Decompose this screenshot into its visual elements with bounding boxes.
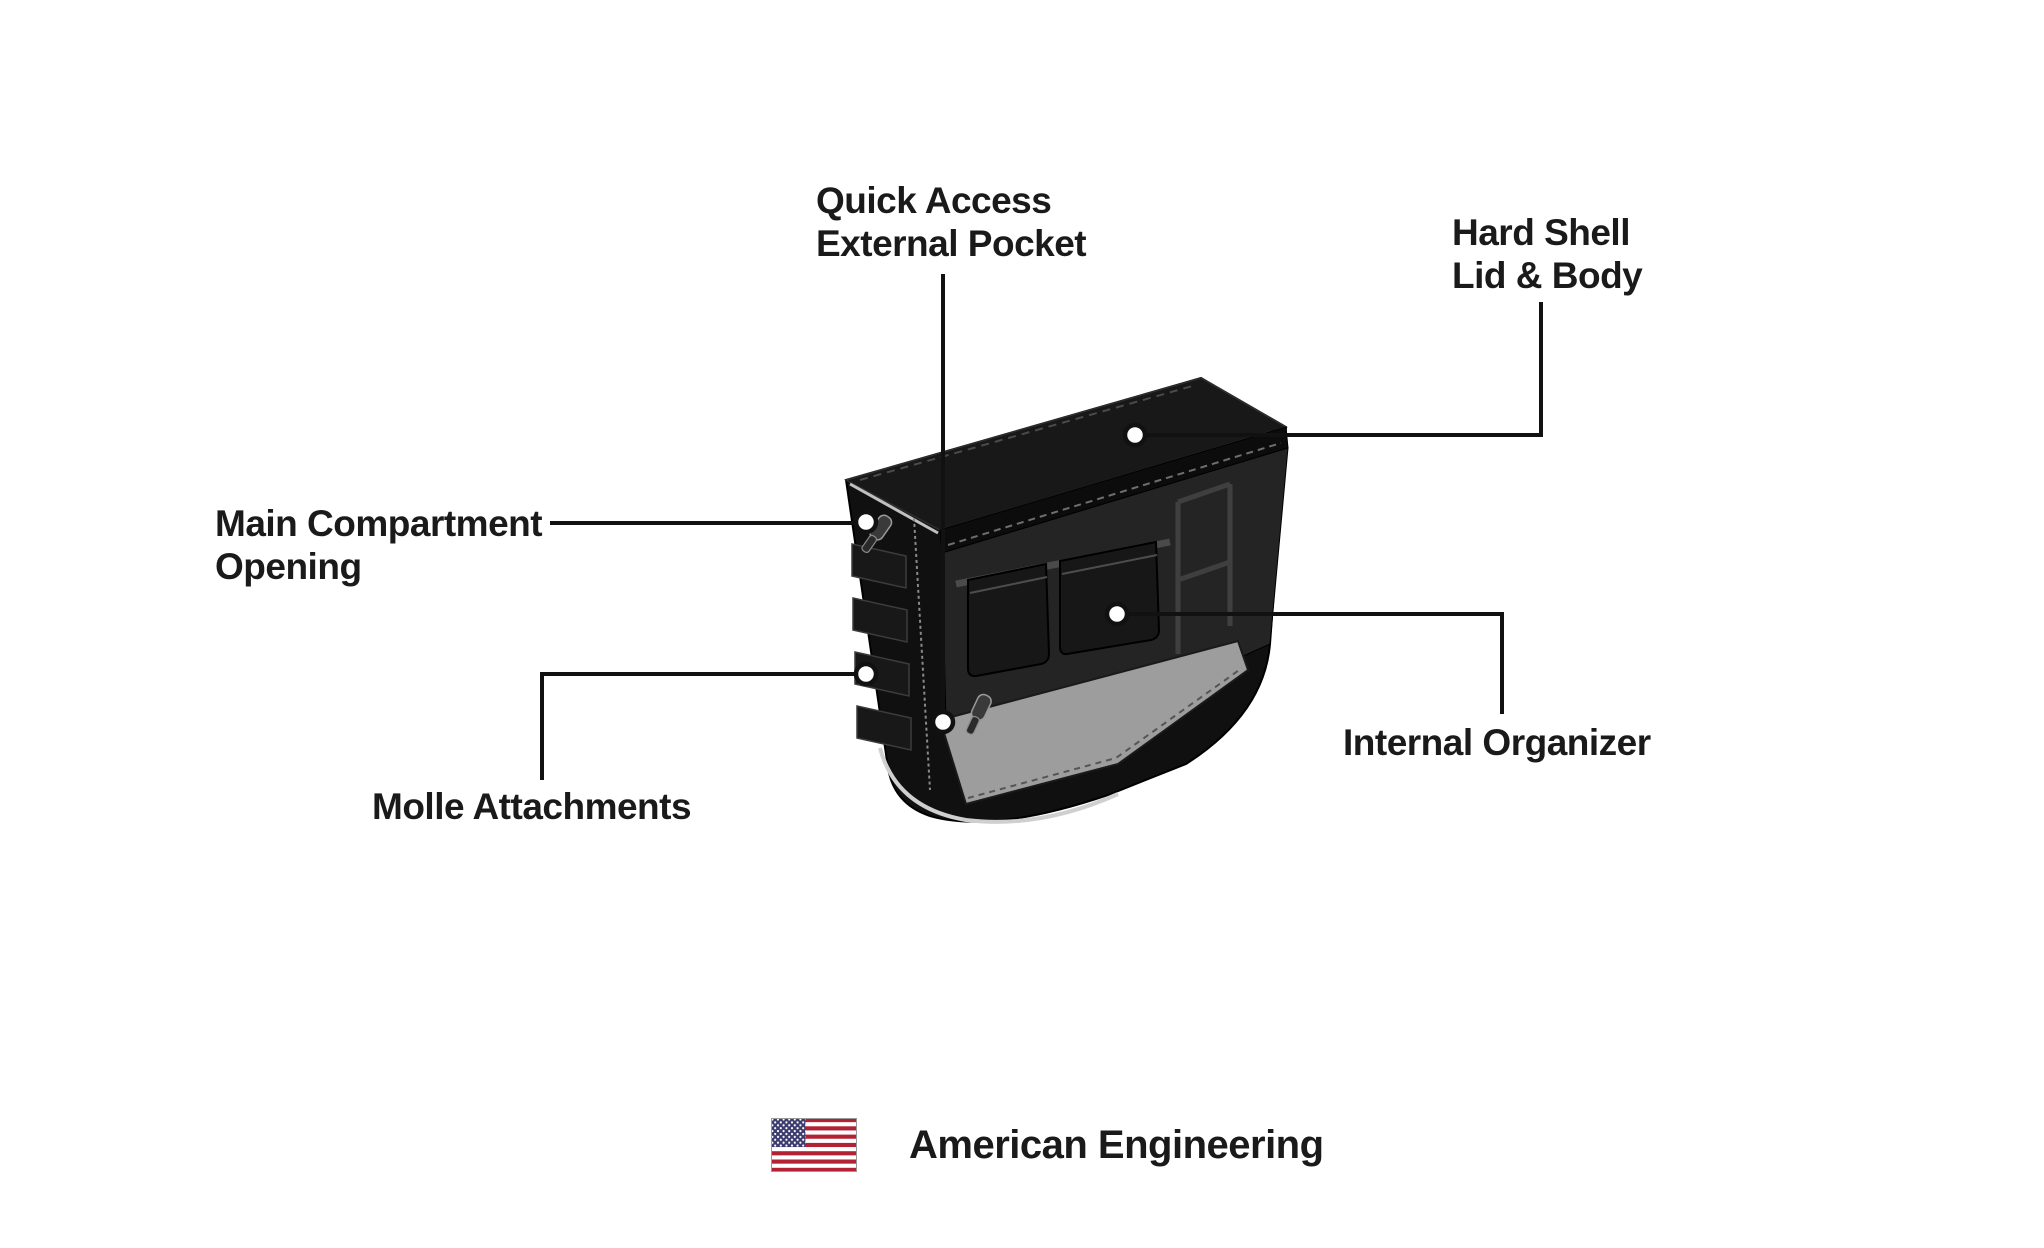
label-text: Quick Access bbox=[816, 180, 1052, 221]
label-text: Hard Shell bbox=[1452, 212, 1631, 253]
organizer-pocket bbox=[967, 562, 1051, 678]
floor-stitch-line bbox=[967, 667, 1243, 799]
bottom-piping bbox=[878, 747, 1119, 824]
label-text: Lid & Body bbox=[1452, 254, 1643, 296]
bag-interior-floor bbox=[938, 639, 1250, 806]
bag-lid-stitch-line bbox=[859, 384, 1197, 481]
callout-point-internal-organizer bbox=[1104, 601, 1130, 627]
label-text: Molle Attachments bbox=[372, 786, 692, 827]
label-text: Main Compartment bbox=[215, 503, 543, 544]
callout-line-molle bbox=[540, 672, 855, 780]
callout-line-internal-organizer bbox=[1128, 612, 1504, 714]
organizer-pocket-flap-line bbox=[969, 576, 1048, 594]
label-text: Internal Organizer bbox=[1343, 722, 1651, 763]
us-flag-icon bbox=[771, 1118, 857, 1172]
main-zipper-tape bbox=[849, 482, 939, 535]
label-internal-organizer: Internal Organizer bbox=[1343, 722, 1651, 765]
label-molle-attachments: Molle Attachments bbox=[372, 786, 692, 829]
zipper-pull-icon bbox=[965, 693, 992, 735]
organizer-pocket-flap-line bbox=[1061, 554, 1158, 575]
footer: American Engineering bbox=[771, 1118, 1324, 1172]
callout-point-quick-access bbox=[930, 709, 956, 735]
label-quick-access-external-pocket: Quick Access External Pocket bbox=[816, 180, 1087, 266]
callout-point-hard-shell bbox=[1122, 422, 1148, 448]
bag-rim-stitch-line bbox=[947, 442, 1282, 546]
label-text: Opening bbox=[215, 545, 362, 587]
interior-rack-frame bbox=[1175, 481, 1233, 654]
label-hard-shell-lid-body: Hard Shell Lid & Body bbox=[1452, 212, 1643, 298]
callout-point-molle bbox=[853, 661, 879, 687]
label-text: External Pocket bbox=[816, 222, 1087, 264]
bag-illustration bbox=[844, 376, 1289, 824]
label-main-compartment-opening: Main Compartment Opening bbox=[215, 503, 543, 589]
callout-point-main-compartment bbox=[853, 509, 879, 535]
callout-line-hard-shell bbox=[1146, 302, 1543, 437]
footer-caption: American Engineering bbox=[909, 1122, 1324, 1167]
